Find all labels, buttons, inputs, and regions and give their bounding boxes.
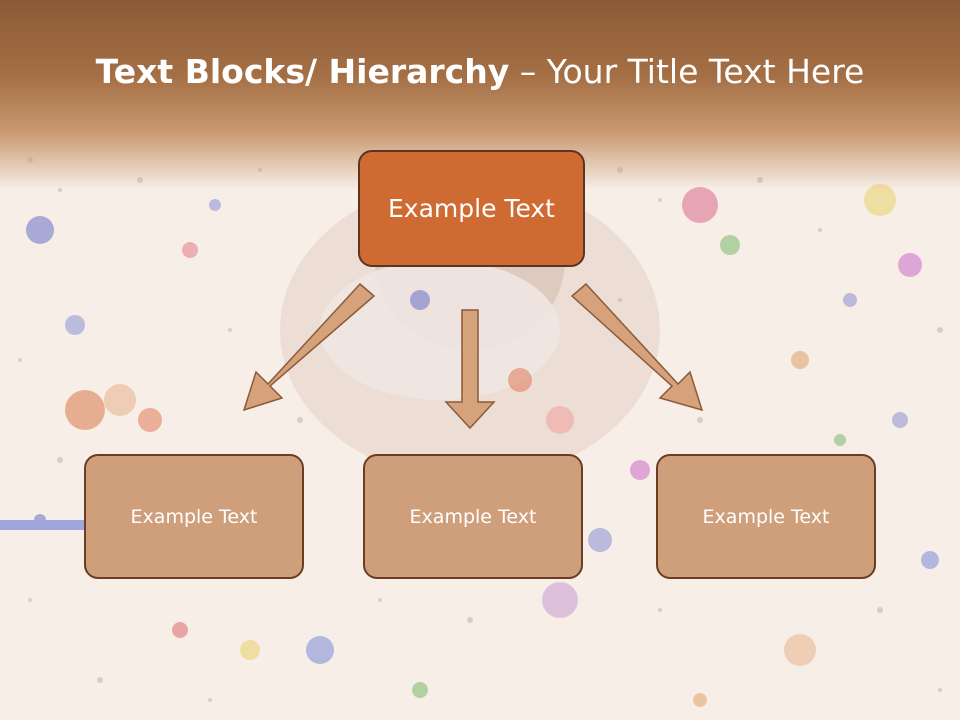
slide-title: Text Blocks/ Hierarchy – Your Title Text… [0,52,960,91]
slide-title-rest: – Your Title Text Here [509,52,865,91]
child-node-label: Example Text [130,505,258,528]
arrow-center [444,309,496,430]
arrow-right [570,282,704,412]
arrow-left [242,282,376,412]
slide-title-bold: Text Blocks/ Hierarchy [95,52,510,91]
child-node-1: Example Text [84,454,304,579]
child-node-3: Example Text [656,454,876,579]
top-node: Example Text [358,150,585,267]
child-node-label: Example Text [409,505,537,528]
top-node-label: Example Text [388,194,555,223]
child-node-2: Example Text [363,454,583,579]
child-node-label: Example Text [702,505,830,528]
